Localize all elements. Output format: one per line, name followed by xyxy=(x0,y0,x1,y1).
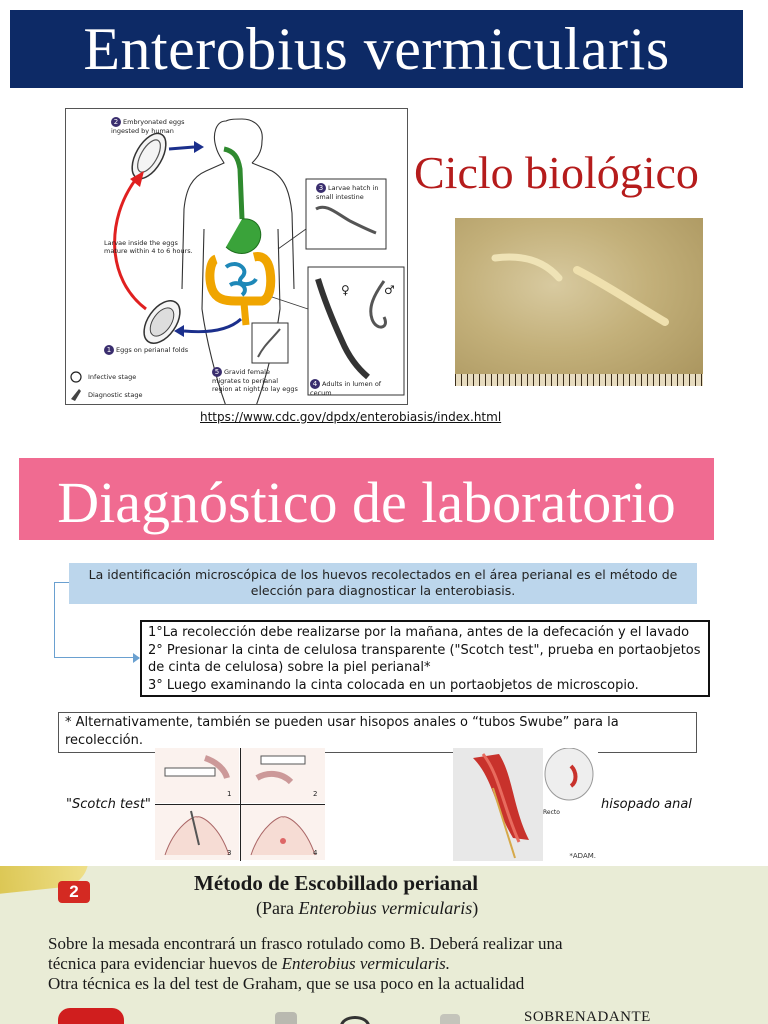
metodo-title: Método de Escobillado perianal xyxy=(194,871,479,895)
esophagus xyxy=(223,146,245,220)
adult-male-worm xyxy=(369,280,387,329)
page-title: Enterobius vermicularis xyxy=(10,10,743,88)
step-number: 2 xyxy=(111,117,121,127)
sobrenadante-label: SOBRENADANTE xyxy=(524,1009,651,1024)
steps-box: 1°La recolección debe realizarse por la … xyxy=(140,620,710,697)
container-icon xyxy=(275,1012,297,1024)
ring-icon xyxy=(340,1016,370,1024)
diagnostic-icon xyxy=(71,389,81,401)
maturation-arrow xyxy=(113,178,147,311)
egg-ingested xyxy=(131,132,167,180)
large-intestine xyxy=(205,252,276,306)
ruler xyxy=(455,374,703,386)
body-line: Sobre la mesada encontrará un frasco rot… xyxy=(48,934,563,953)
human-outline xyxy=(181,118,295,404)
step-text: Gravid female migrates to perianal regio… xyxy=(212,368,298,393)
step-line: 3° Luego examinando la cinta colocada en… xyxy=(148,677,639,693)
step-text: Eggs on perianal folds xyxy=(116,346,189,354)
step-text: Embryonated eggs ingested by human xyxy=(111,118,185,135)
stomach xyxy=(225,218,262,254)
metodo-body: Sobre la mesada encontrará un frasco rot… xyxy=(48,934,748,994)
step-text: Adults in lumen of cecum xyxy=(310,380,382,397)
small-intestine xyxy=(224,262,258,297)
anal-swab-illustration: Recto *ADAM. xyxy=(453,748,598,861)
red-container-icon xyxy=(58,1008,124,1024)
metodo-panel: 2 Método de Escobillado perianal (Para E… xyxy=(0,866,768,1024)
swab-stick xyxy=(492,787,516,859)
adam-watermark: *ADAM. xyxy=(569,852,596,860)
connector-arrow xyxy=(133,653,140,663)
maturation-note: Larvae inside the eggs mature within 4 t… xyxy=(104,239,193,255)
step-number: 3 xyxy=(316,183,326,193)
scotch-panel: 4 xyxy=(241,805,325,860)
hisopado-label: hisopado anal xyxy=(601,797,692,812)
scotch-panel: 2 xyxy=(241,748,325,803)
biohazard-icon xyxy=(70,371,82,383)
step-number: 5 xyxy=(212,367,222,377)
rectum xyxy=(240,302,250,326)
step-line: 2° Presionar la cinta de celulosa transp… xyxy=(148,642,701,676)
adult-female-worm xyxy=(315,278,370,380)
scotch-panel: 3 xyxy=(155,805,239,860)
legend-diagnostic: Diagnostic stage xyxy=(88,391,143,399)
gravid-female-box xyxy=(251,322,289,364)
step-badge: 2 xyxy=(58,881,90,903)
worm-shapes xyxy=(491,253,669,326)
body-line: Otra técnica es la del test de Graham, q… xyxy=(48,974,525,993)
female-symbol: ♀ xyxy=(341,283,350,297)
step-number: 4 xyxy=(310,379,320,389)
larva-worm xyxy=(315,205,377,235)
legend-infective: Infective stage xyxy=(88,373,137,381)
ingestion-arrow xyxy=(168,145,195,151)
intro-box: La identificación microscópica de los hu… xyxy=(69,563,697,604)
step-number: 1 xyxy=(104,345,114,355)
divider xyxy=(155,804,325,805)
para-line: (Para Enterobius vermicularis) xyxy=(256,898,479,918)
step-line: 1°La recolección debe realizarse por la … xyxy=(148,625,690,640)
migration-arrow xyxy=(183,317,243,334)
scotch-panel: 1 xyxy=(155,748,239,803)
source-link[interactable]: https://www.cdc.gov/dpdx/enterobiasis/in… xyxy=(200,410,502,424)
scotch-test-illustration: 1 2 3 4 xyxy=(155,748,325,861)
rectum-shape xyxy=(473,754,529,840)
alternative-note: * Alternativamente, también se pueden us… xyxy=(58,712,697,753)
step-text: Larvae hatch in small intestine xyxy=(316,184,379,201)
body-line: técnica para evidenciar huevos de Entero… xyxy=(48,954,451,973)
container-icon xyxy=(440,1014,460,1024)
male-symbol: ♂ xyxy=(384,283,395,297)
worm-photo xyxy=(455,218,703,386)
ciclo-title: Ciclo biológico xyxy=(414,147,699,198)
diagnostico-title: Diagnóstico de laboratorio xyxy=(19,458,714,540)
lifecycle-illustration xyxy=(70,118,405,404)
recto-label: Recto xyxy=(543,809,560,816)
scotch-test-label: "Scotch test" xyxy=(66,797,151,812)
